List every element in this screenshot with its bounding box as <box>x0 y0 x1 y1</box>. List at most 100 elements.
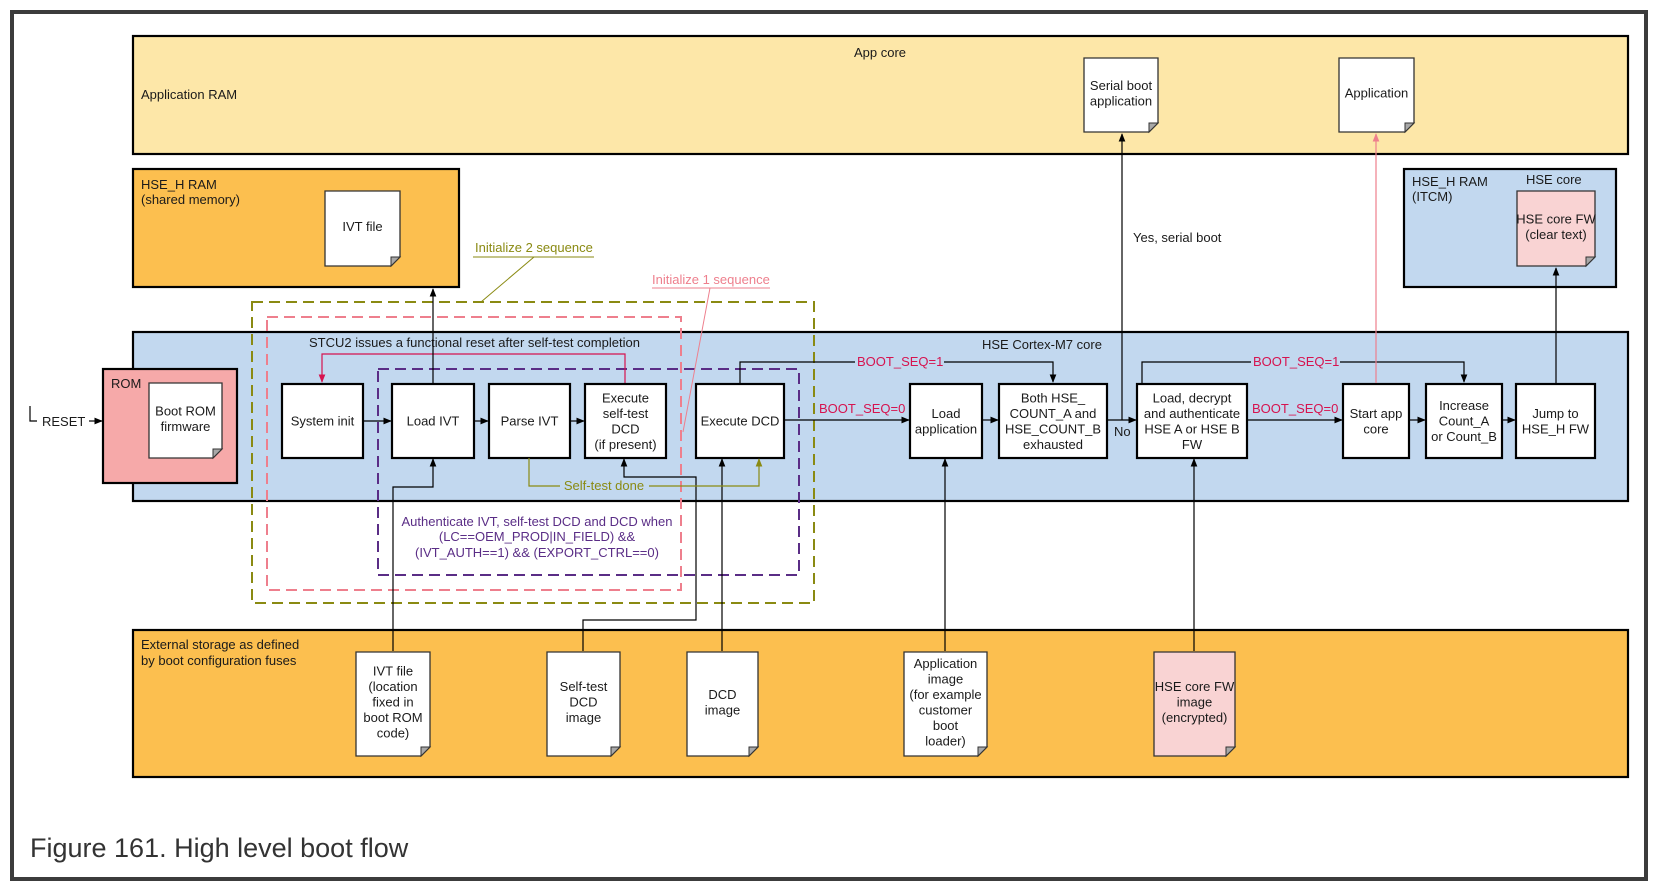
initialize-2-sequence-callout: Initialize 2 sequence <box>473 240 594 303</box>
both-counts-exhausted-text-line: HSE_COUNT_B <box>1005 421 1101 436</box>
external-storage-sublabel: by boot configuration fuses <box>141 653 297 668</box>
exec-dcd-text-line: Execute DCD <box>701 414 780 429</box>
increase-count-text-line: Count_A <box>1439 414 1490 429</box>
application-image-text-line: loader) <box>925 733 965 748</box>
boot-seq-0-label-a: BOOT_SEQ=0 <box>819 401 905 416</box>
step-exec-dcd: Execute DCD <box>694 382 786 460</box>
step-parse-ivt: Parse IVT <box>487 382 572 460</box>
step-load-ivt: Load IVT <box>390 382 476 460</box>
no-label: No <box>1114 424 1131 439</box>
selftest-dcd-image-text-line: Self-test <box>560 679 608 694</box>
hse-core-label: HSE core <box>1526 172 1582 187</box>
page-fold-icon <box>420 746 432 758</box>
ivt-file-ram-document: IVT file <box>324 190 402 268</box>
ivt-file-ext-text-line: boot ROM <box>363 710 422 725</box>
jump-hse-fw-text-line: Jump to <box>1532 406 1578 421</box>
ivt-file-ext-text-line: (location <box>368 679 417 694</box>
ivt-file-ext-text-line: fixed in <box>372 695 413 710</box>
step-box <box>583 382 668 460</box>
functional-reset-loop-arrow <box>318 353 626 383</box>
initialize-2-sequence-label: Initialize 2 sequence <box>475 240 593 255</box>
application-image-text-line: boot <box>933 718 959 733</box>
load-decrypt-auth-text-line: FW <box>1182 437 1203 452</box>
hse-h-ram-shared-sublabel: (shared memory) <box>141 192 240 207</box>
boot-seq-1-path-a-right <box>944 361 1057 383</box>
boot-seq-1-path-b-left <box>1141 361 1251 383</box>
figure-caption: Figure 161. High level boot flow <box>30 833 409 863</box>
self-test-done-line-left <box>528 458 560 487</box>
load-ivt-text-line: Load IVT <box>407 414 460 429</box>
step-system-init: System init <box>280 382 365 460</box>
boot-seq-1-path-a-left <box>739 361 855 383</box>
system-init-text-line: System init <box>291 414 355 429</box>
application-ram-label: Application RAM <box>141 87 237 102</box>
page-fold-icon <box>977 746 989 758</box>
step-box <box>1341 382 1411 460</box>
initialize-2-sequence-boundary <box>251 301 815 604</box>
initialize-1-sequence-label: Initialize 1 sequence <box>652 272 770 287</box>
boot-seq-1-path-b-right <box>1340 361 1468 383</box>
load-decrypt-auth-text-line: Load, decrypt <box>1153 390 1232 405</box>
serial-boot-app-text-line: Serial boot <box>1090 78 1153 93</box>
page-fold-icon <box>1225 746 1237 758</box>
initialize-1-sequence-callout: Initialize 1 sequence <box>652 272 770 433</box>
step-box <box>1135 382 1249 460</box>
load-application-text-line: Load <box>932 406 961 421</box>
reset-label: RESET <box>42 414 85 429</box>
steps-layer: System init Load IVT Parse IVT Executeself-… <box>280 382 1597 460</box>
selftest-dcd-image-text-line: image <box>566 710 601 725</box>
initialize-1-sequence-boundary <box>266 316 682 591</box>
application-image-text-line: Application <box>914 656 978 671</box>
boot-seq-1-label-a: BOOT_SEQ=1 <box>857 354 943 369</box>
boot-rom-fw-text-line: firmware <box>161 419 211 434</box>
rom-label: ROM <box>111 376 141 391</box>
load-application-text-line: application <box>915 421 977 436</box>
step-box <box>390 382 476 460</box>
both-counts-exhausted-text-line: Both HSE_ <box>1021 390 1086 405</box>
step-box <box>1514 382 1597 460</box>
hse-h-ram-shared-label: HSE_H RAM <box>141 177 217 192</box>
application-text-line: Application <box>1345 86 1409 101</box>
step-box <box>908 382 984 460</box>
hse-core-fw-enc-text-line: image <box>1177 695 1212 710</box>
both-counts-exhausted-text-line: exhausted <box>1023 437 1083 452</box>
page-fold-icon <box>212 448 224 460</box>
application-document: Application <box>1338 57 1416 134</box>
stcu2-reset-note: STCU2 issues a functional reset after se… <box>309 335 640 350</box>
auth-condition-line-2: (LC==OEM_PROD|IN_FIELD) && <box>439 529 636 544</box>
exec-selftest-dcd-text-line: (if present) <box>594 437 656 452</box>
reset-signal: RESET <box>29 406 103 429</box>
self-test-done-line-right <box>649 458 763 487</box>
increase-count-text-line: or Count_B <box>1431 429 1497 444</box>
step-box <box>694 382 786 460</box>
parse-ivt-text-line: Parse IVT <box>501 414 559 429</box>
page-fold-icon <box>610 746 622 758</box>
page-fold-icon <box>748 746 760 758</box>
serial-boot-app-text-line: application <box>1090 93 1152 108</box>
application-image-text-line: (for example <box>909 687 981 702</box>
boot-seq-0-label-b: BOOT_SEQ=0 <box>1252 401 1338 416</box>
auth-condition-line-1: Authenticate IVT, self-test DCD and DCD … <box>402 514 673 529</box>
hse-core-fw-enc-text-line: HSE core FW <box>1155 679 1235 694</box>
boot-rom-fw-text-line: Boot ROM <box>155 403 216 418</box>
hse-cortex-m7-core-label: HSE Cortex-M7 core <box>982 337 1102 352</box>
page-fold-icon <box>1148 122 1160 134</box>
selftest-dcd-image-text-line: DCD <box>569 695 597 710</box>
ivt-file-ext-text-line: IVT file <box>373 664 413 679</box>
hse-h-ram-itcm-sublabel: (ITCM) <box>1412 189 1452 204</box>
page-fold-icon <box>390 256 402 268</box>
hse-core-fw-clear-text-line: HSE core FW <box>1516 211 1596 226</box>
auth-condition-line-3: (IVT_AUTH==1) && (EXPORT_CTRL==0) <box>415 545 659 560</box>
page-fold-icon <box>1404 122 1416 134</box>
